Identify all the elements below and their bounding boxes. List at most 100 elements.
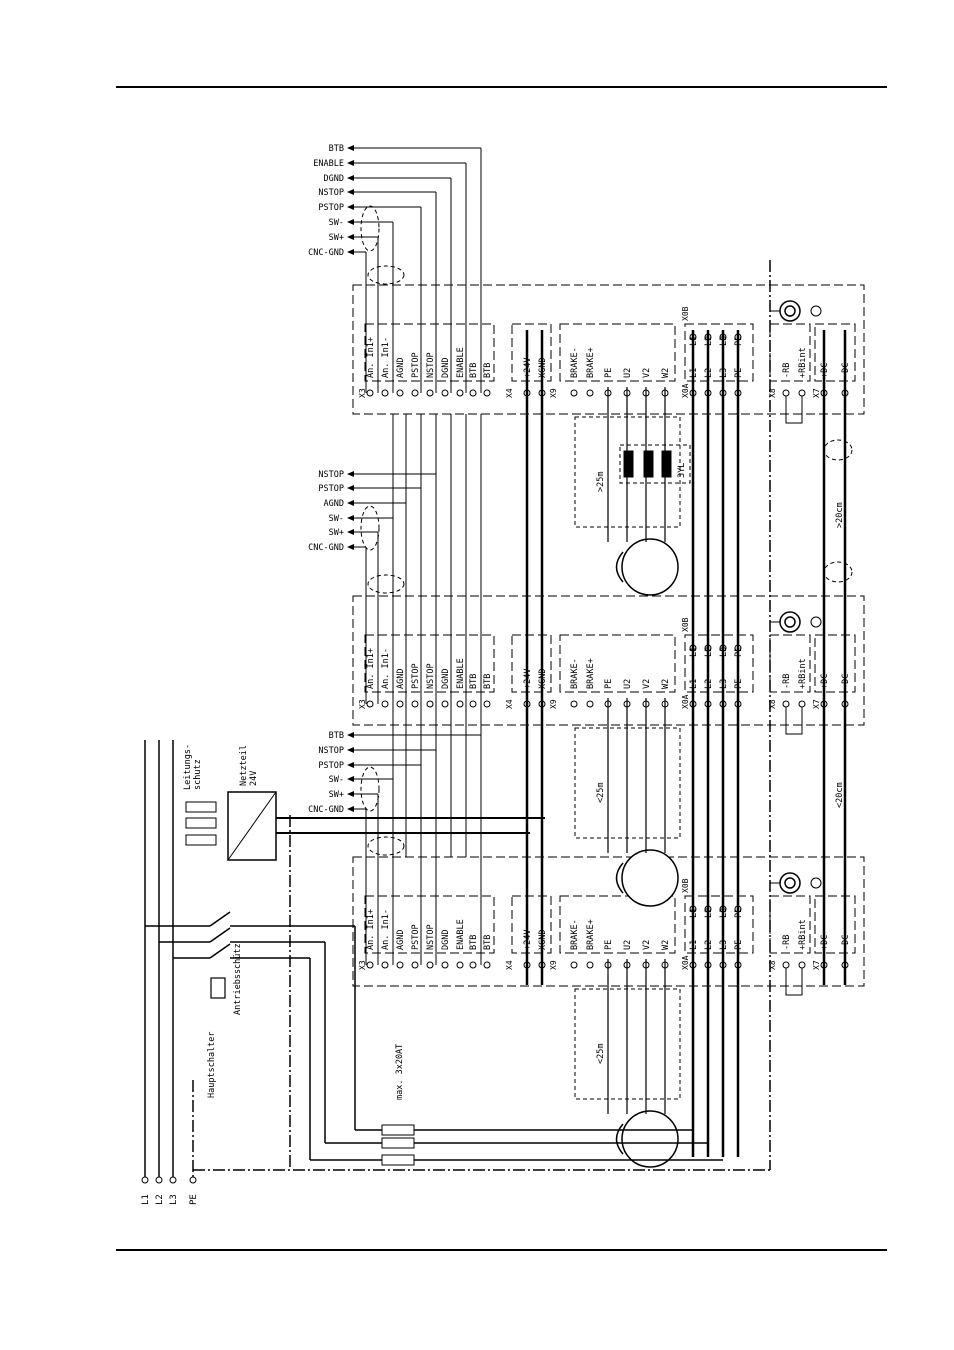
choke-coil <box>623 450 634 478</box>
drive-0-x7-pin: +DC <box>820 363 830 378</box>
mains-label: L3 <box>169 1194 179 1205</box>
drive-0-x7-pin: -DC <box>841 363 851 378</box>
drive-2-x3-pin: NSTOP <box>426 924 436 950</box>
drive-0-x0a-pin: PE <box>734 368 744 378</box>
drive-1-x8-pin: -RB <box>782 674 792 689</box>
shield-oval <box>367 265 405 285</box>
drive-2-x3-pin: AGND <box>396 930 406 950</box>
drive-0-x3-pin: ENABLE <box>456 347 466 378</box>
drive-0-x9-terminal <box>586 389 594 397</box>
top-signal-label: SW+ <box>329 233 344 243</box>
drive-2-x4-body <box>511 895 552 954</box>
drive-0-x4-body <box>511 323 552 382</box>
drive-1-x9-terminal <box>586 700 594 708</box>
drive-1-x0a-pin: L3 <box>719 679 729 689</box>
drive-1-x0b-pin: PE <box>734 647 744 657</box>
drive-2-x8-terminal <box>782 961 790 969</box>
netzteil-label: Netzteil <box>239 745 249 786</box>
bottom-arrow <box>347 791 354 797</box>
drive-1-x8-pin: +RBint <box>798 658 808 689</box>
drive-2-x3-terminal <box>441 961 449 969</box>
drive-2-x0b-pin: L3 <box>719 908 729 918</box>
top-signal-label: SW- <box>329 218 344 228</box>
drive-1-x3-terminal <box>456 700 464 708</box>
drive-1-x3-pin: PSTOP <box>411 663 421 689</box>
motor-1-body <box>621 849 679 907</box>
mid-arrow <box>347 500 354 506</box>
dc-distance-mid: <20cm <box>835 782 845 808</box>
drive-1-x9-pin: BRAKE+ <box>586 658 596 689</box>
mid-arrow <box>347 485 354 491</box>
bottom-signal-label: PSTOP <box>318 761 344 771</box>
drive-2-x0a-label: X0A <box>681 955 690 970</box>
drive-0-pe-symbol <box>810 305 822 317</box>
mains-terminal <box>189 1176 197 1184</box>
shield-oval <box>360 205 380 252</box>
drive-2-x0b-pin: L2 <box>704 908 714 918</box>
contactor-coil <box>210 977 226 999</box>
drive-0-x8-pin: -RB <box>782 363 792 378</box>
dc-distance-top: >20cm <box>835 502 845 528</box>
drive-0-x8-pin: +RBint <box>798 347 808 378</box>
drive-1-earth-stud-inner <box>784 616 796 628</box>
power-supply-diag <box>227 791 277 861</box>
drive-2-x4-pin: +24V <box>523 930 533 950</box>
motor-2-brake <box>615 1123 624 1155</box>
drive-1-x3-terminal <box>381 700 389 708</box>
drive-0-x0b-label: X0B <box>681 306 690 321</box>
choke-frame <box>619 444 691 484</box>
drive-2-frame <box>352 856 865 987</box>
top-signal-label: CNC-GND <box>308 248 344 258</box>
drive-0-x0b-pin: L2 <box>704 336 714 346</box>
contactor-contact <box>209 927 231 943</box>
drive-2-x8-pin: -RB <box>782 935 792 950</box>
antriebsschuetz-label: Antriebsschütz <box>233 943 243 1015</box>
wire-layer <box>141 145 865 1184</box>
drive-0-x9-terminal <box>570 389 578 397</box>
drive-0-x3-terminal <box>441 389 449 397</box>
drive-0-x3-terminal <box>469 389 477 397</box>
drive-1-x0b-label: X0B <box>681 617 690 632</box>
contactor-contact <box>209 943 231 959</box>
mid-signal-label: NSTOP <box>318 470 344 480</box>
leitungsschutz-label: schutz <box>193 759 203 790</box>
drive-2-x0b-pin: L1 <box>689 908 699 918</box>
drive-0-x3-terminal <box>483 389 491 397</box>
drive-1-x8-body <box>769 634 811 693</box>
drive-2-x9-pin: PE <box>604 940 614 950</box>
drive-1-x3-terminal <box>426 700 434 708</box>
motor-0-body <box>621 538 679 596</box>
footer-rule <box>116 1249 887 1251</box>
drive-0-x3-pin: PSTOP <box>411 352 421 378</box>
mid-signal-label: PSTOP <box>318 484 344 494</box>
fuse-label: max. 3x20AT <box>395 1044 405 1100</box>
bottom-signal-label: NSTOP <box>318 746 344 756</box>
drive-1-x3-terminal <box>441 700 449 708</box>
mid-signal-label: SW- <box>329 514 344 524</box>
drive-0-x0-body <box>684 323 754 382</box>
netzteil-label: 24V <box>249 771 259 786</box>
drive-1-x9-pin: BRAKE- <box>570 658 580 689</box>
drive-0-earth-stud-inner <box>784 305 796 317</box>
mains-terminal <box>155 1176 163 1184</box>
drive-1-x0a-pin: PE <box>734 679 744 689</box>
drive-1-x3-pin: ENABLE <box>456 658 466 689</box>
bottom-arrow <box>347 776 354 782</box>
drive-0-x7-label: X7 <box>812 388 821 398</box>
drive-0-x7-body <box>814 323 856 382</box>
drive-0-x3-pin: An. In1- <box>381 337 391 378</box>
bottom-signal-label: SW- <box>329 775 344 785</box>
dc-shield <box>823 561 853 583</box>
drive-2-x3-terminal <box>381 961 389 969</box>
drive-2-x7-pin: -DC <box>841 935 851 950</box>
drive-1-x3-pin: An. In1+ <box>366 648 376 689</box>
drive-1-x3-label: X3 <box>358 699 367 709</box>
motor-1-cable-length: <25m <box>596 783 606 803</box>
drive-0-x8-terminal <box>798 389 806 397</box>
drive-0-x3-pin: BTB <box>483 363 493 378</box>
drive-2-x3-pin: ENABLE <box>456 919 466 950</box>
top-arrow <box>347 189 354 195</box>
drive-2-x9-pin: W2 <box>661 940 671 950</box>
drive-1-pe-symbol <box>810 616 822 628</box>
drive-0-earth-stud <box>779 300 801 322</box>
